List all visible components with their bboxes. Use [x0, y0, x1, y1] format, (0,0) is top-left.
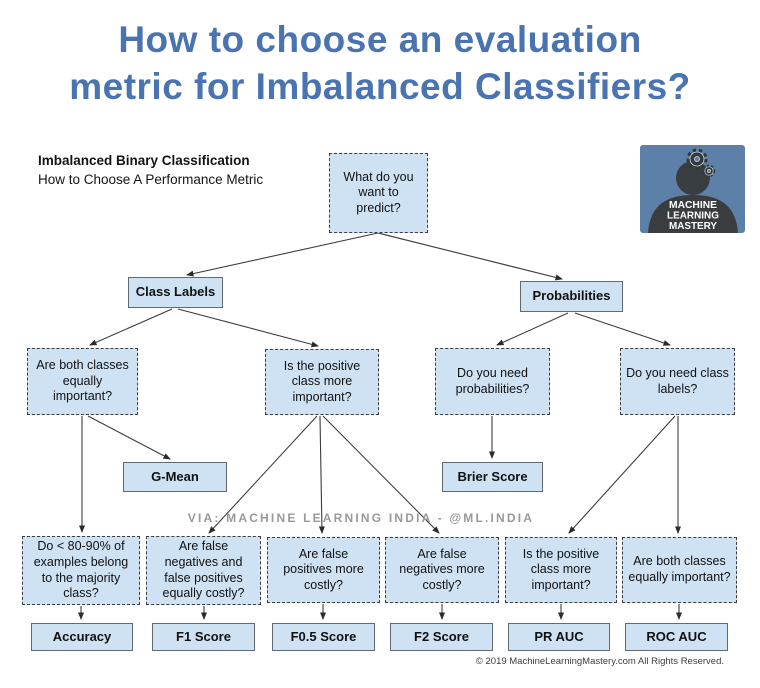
- node-q-need-class-labels: Do you need class labels?: [620, 348, 735, 415]
- logo-graphic: MACHINE LEARNING MASTERY: [640, 145, 745, 233]
- node-q-majority-class: Do < 80-90% of examples belong to the ma…: [22, 536, 140, 605]
- subtitle-bold-line: Imbalanced Binary Classification: [38, 153, 250, 168]
- node-q-positive-class-important-1: Is the positive class more important?: [265, 349, 379, 415]
- node-metric-brier-score: Brier Score: [442, 462, 543, 492]
- diagram-subtitle: Imbalanced Binary Classification How to …: [38, 152, 263, 190]
- node-metric-f1-score: F1 Score: [152, 623, 255, 651]
- logo-text-line2: LEARNING: [667, 210, 719, 222]
- node-metric-pr-auc: PR AUC: [508, 623, 610, 651]
- logo-text-line1: MACHINE: [669, 199, 717, 211]
- node-q-positive-class-important-2: Is the positive class more important?: [505, 537, 617, 603]
- node-q-need-probabilities: Do you need probabilities?: [435, 348, 550, 415]
- node-metric-g-mean: G-Mean: [123, 462, 227, 492]
- node-probabilities: Probabilities: [520, 281, 623, 312]
- node-class-labels: Class Labels: [128, 277, 223, 308]
- node-metric-accuracy: Accuracy: [31, 623, 133, 651]
- logo-text-line3: MASTERY: [669, 220, 717, 232]
- node-q-both-classes-important-1: Are both classes equally important?: [27, 348, 138, 415]
- copyright-text: © 2019 MachineLearningMastery.com All Ri…: [475, 656, 724, 667]
- machine-learning-mastery-logo: MACHINE LEARNING MASTERY: [640, 145, 745, 233]
- page-title-line1: How to choose an evaluation: [118, 19, 642, 60]
- watermark-text: VIA: MACHINE LEARNING INDIA - @ML.INDIA: [187, 511, 535, 525]
- node-q-fn-fp-equally-costly: Are false negatives and false positives …: [146, 536, 261, 605]
- page-title-line2: metric for Imbalanced Classifiers?: [69, 66, 691, 108]
- node-q-false-positives-costly: Are false positives more costly?: [267, 537, 380, 603]
- page-title: How to choose an evaluation metric for I…: [0, 16, 760, 111]
- person-silhouette-icon: [648, 161, 738, 233]
- node-q-both-classes-important-2: Are both classes equally important?: [622, 537, 737, 603]
- node-metric-f2-score: F2 Score: [390, 623, 493, 651]
- subtitle-line2: How to Choose A Performance Metric: [38, 171, 264, 187]
- node-metric-roc-auc: ROC AUC: [625, 623, 728, 651]
- node-q-false-negatives-costly: Are false negatives more costly?: [385, 537, 499, 603]
- node-metric-f05-score: F0.5 Score: [272, 623, 375, 651]
- node-what-to-predict: What do you want to predict?: [329, 153, 428, 233]
- gear-icon: [686, 148, 716, 178]
